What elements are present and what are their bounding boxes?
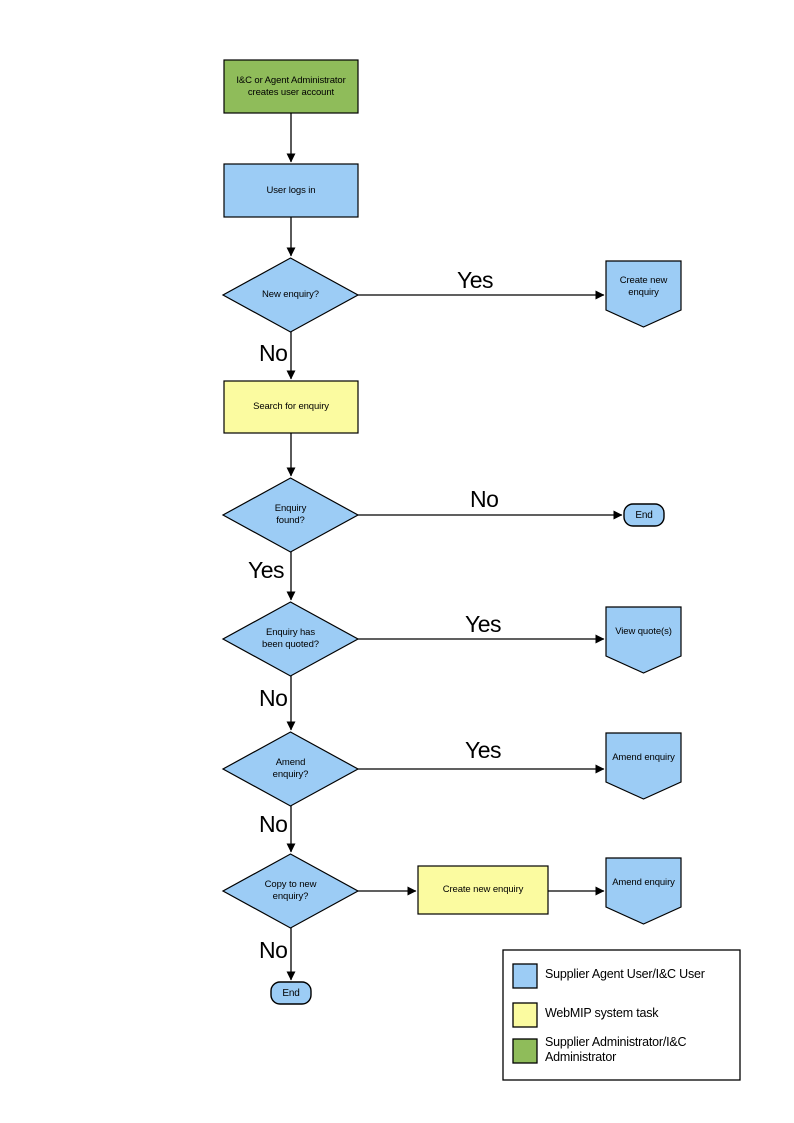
node-end-bottom[interactable] [270, 981, 312, 1005]
legend-label-system: WebMIP system task [545, 1006, 659, 1020]
node-enquiry-found-decision[interactable] [221, 477, 360, 553]
node-amend-enquiry-decision[interactable] [221, 731, 360, 807]
edge-label-no-new-enquiry: No [259, 340, 288, 366]
edge-label-yes-enquiry-found: Yes [248, 557, 285, 583]
node-end-top[interactable] [623, 503, 665, 527]
legend-swatch-user [512, 963, 538, 989]
label-end-top: End [635, 509, 653, 521]
legend-label-user: Supplier Agent User/I&C User [545, 967, 705, 981]
node-copy-to-new-enquiry-decision[interactable] [221, 853, 360, 929]
edge-label-yes-new-enquiry: Yes [457, 267, 494, 293]
legend-swatch-system [512, 1002, 538, 1028]
edge-label-no-enquiry-quoted: No [259, 685, 288, 711]
node-enquiry-quoted-decision[interactable] [221, 601, 360, 677]
edge-label-yes-amend-enquiry: Yes [465, 737, 502, 763]
edge-label-yes-enquiry-quoted: Yes [465, 611, 502, 637]
node-new-enquiry-decision[interactable] [221, 257, 360, 333]
label-end-bottom: End [282, 987, 300, 999]
legend-box [502, 949, 741, 1081]
edge-label-no-copy-to-new: No [259, 937, 288, 963]
node-amend-enquiry-mid[interactable] [605, 732, 682, 800]
node-create-new-enquiry-top[interactable] [605, 260, 682, 328]
node-amend-enquiry-bottom[interactable] [605, 857, 682, 925]
node-user-logs-in[interactable] [223, 163, 359, 218]
node-view-quotes[interactable] [605, 606, 682, 674]
node-admin-creates-account[interactable] [223, 59, 359, 114]
edge-label-no-amend-enquiry: No [259, 811, 288, 837]
legend-swatch-admin [512, 1038, 538, 1064]
legend-label-admin: Supplier Administrator/I&C Administrator [545, 1035, 687, 1064]
edge-label-no-enquiry-found: No [470, 486, 499, 512]
node-create-new-enquiry-bottom[interactable] [417, 865, 549, 915]
node-search-for-enquiry[interactable] [223, 380, 359, 434]
